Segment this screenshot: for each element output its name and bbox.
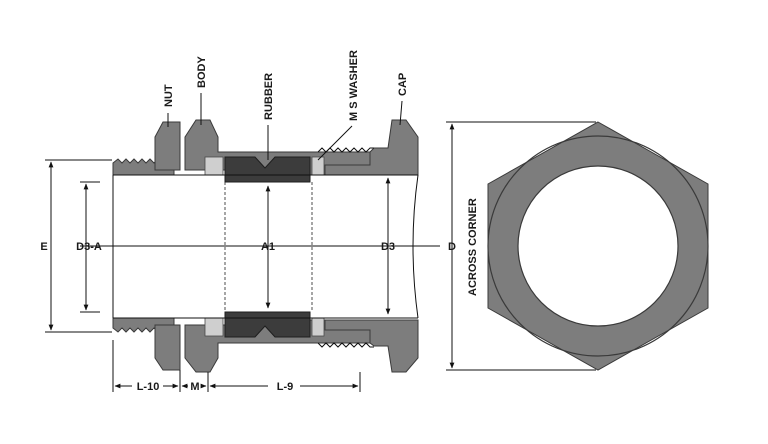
cap-thread-lower bbox=[317, 342, 374, 348]
label-e: E bbox=[40, 241, 47, 253]
cap-lower bbox=[324, 319, 419, 373]
label-cap: CAP bbox=[397, 73, 409, 96]
nut-upper bbox=[154, 121, 181, 171]
washer-upper-left bbox=[204, 156, 224, 176]
leader-washer bbox=[317, 125, 353, 161]
label-ms-washer: M S WASHER bbox=[348, 50, 360, 121]
hex-inscribed-circle bbox=[487, 135, 709, 357]
label-nut: NUT bbox=[163, 84, 175, 107]
label-l9: L-9 bbox=[277, 381, 294, 393]
washer-lower-right bbox=[311, 317, 325, 337]
nut-lower bbox=[154, 324, 181, 371]
rubber-upper bbox=[224, 156, 311, 183]
hex-view: D ACROSS CORNER bbox=[446, 121, 709, 371]
washer-lower-left bbox=[204, 317, 224, 337]
label-across-corner: ACROSS CORNER bbox=[467, 198, 479, 296]
label-d: D bbox=[448, 241, 456, 253]
section-view: NUT BODY RUBBER M S WASHER CAP E D3-A A1… bbox=[40, 50, 440, 393]
label-d3: D3 bbox=[381, 241, 395, 253]
label-body: BODY bbox=[196, 56, 208, 88]
label-d3a: D3-A bbox=[76, 241, 102, 253]
leader-cap bbox=[399, 100, 403, 126]
label-m: M bbox=[190, 381, 199, 393]
label-l10: L-10 bbox=[137, 381, 160, 393]
label-rubber: RUBBER bbox=[263, 73, 275, 120]
label-a1: A1 bbox=[261, 241, 275, 253]
hex-bore bbox=[517, 165, 679, 327]
